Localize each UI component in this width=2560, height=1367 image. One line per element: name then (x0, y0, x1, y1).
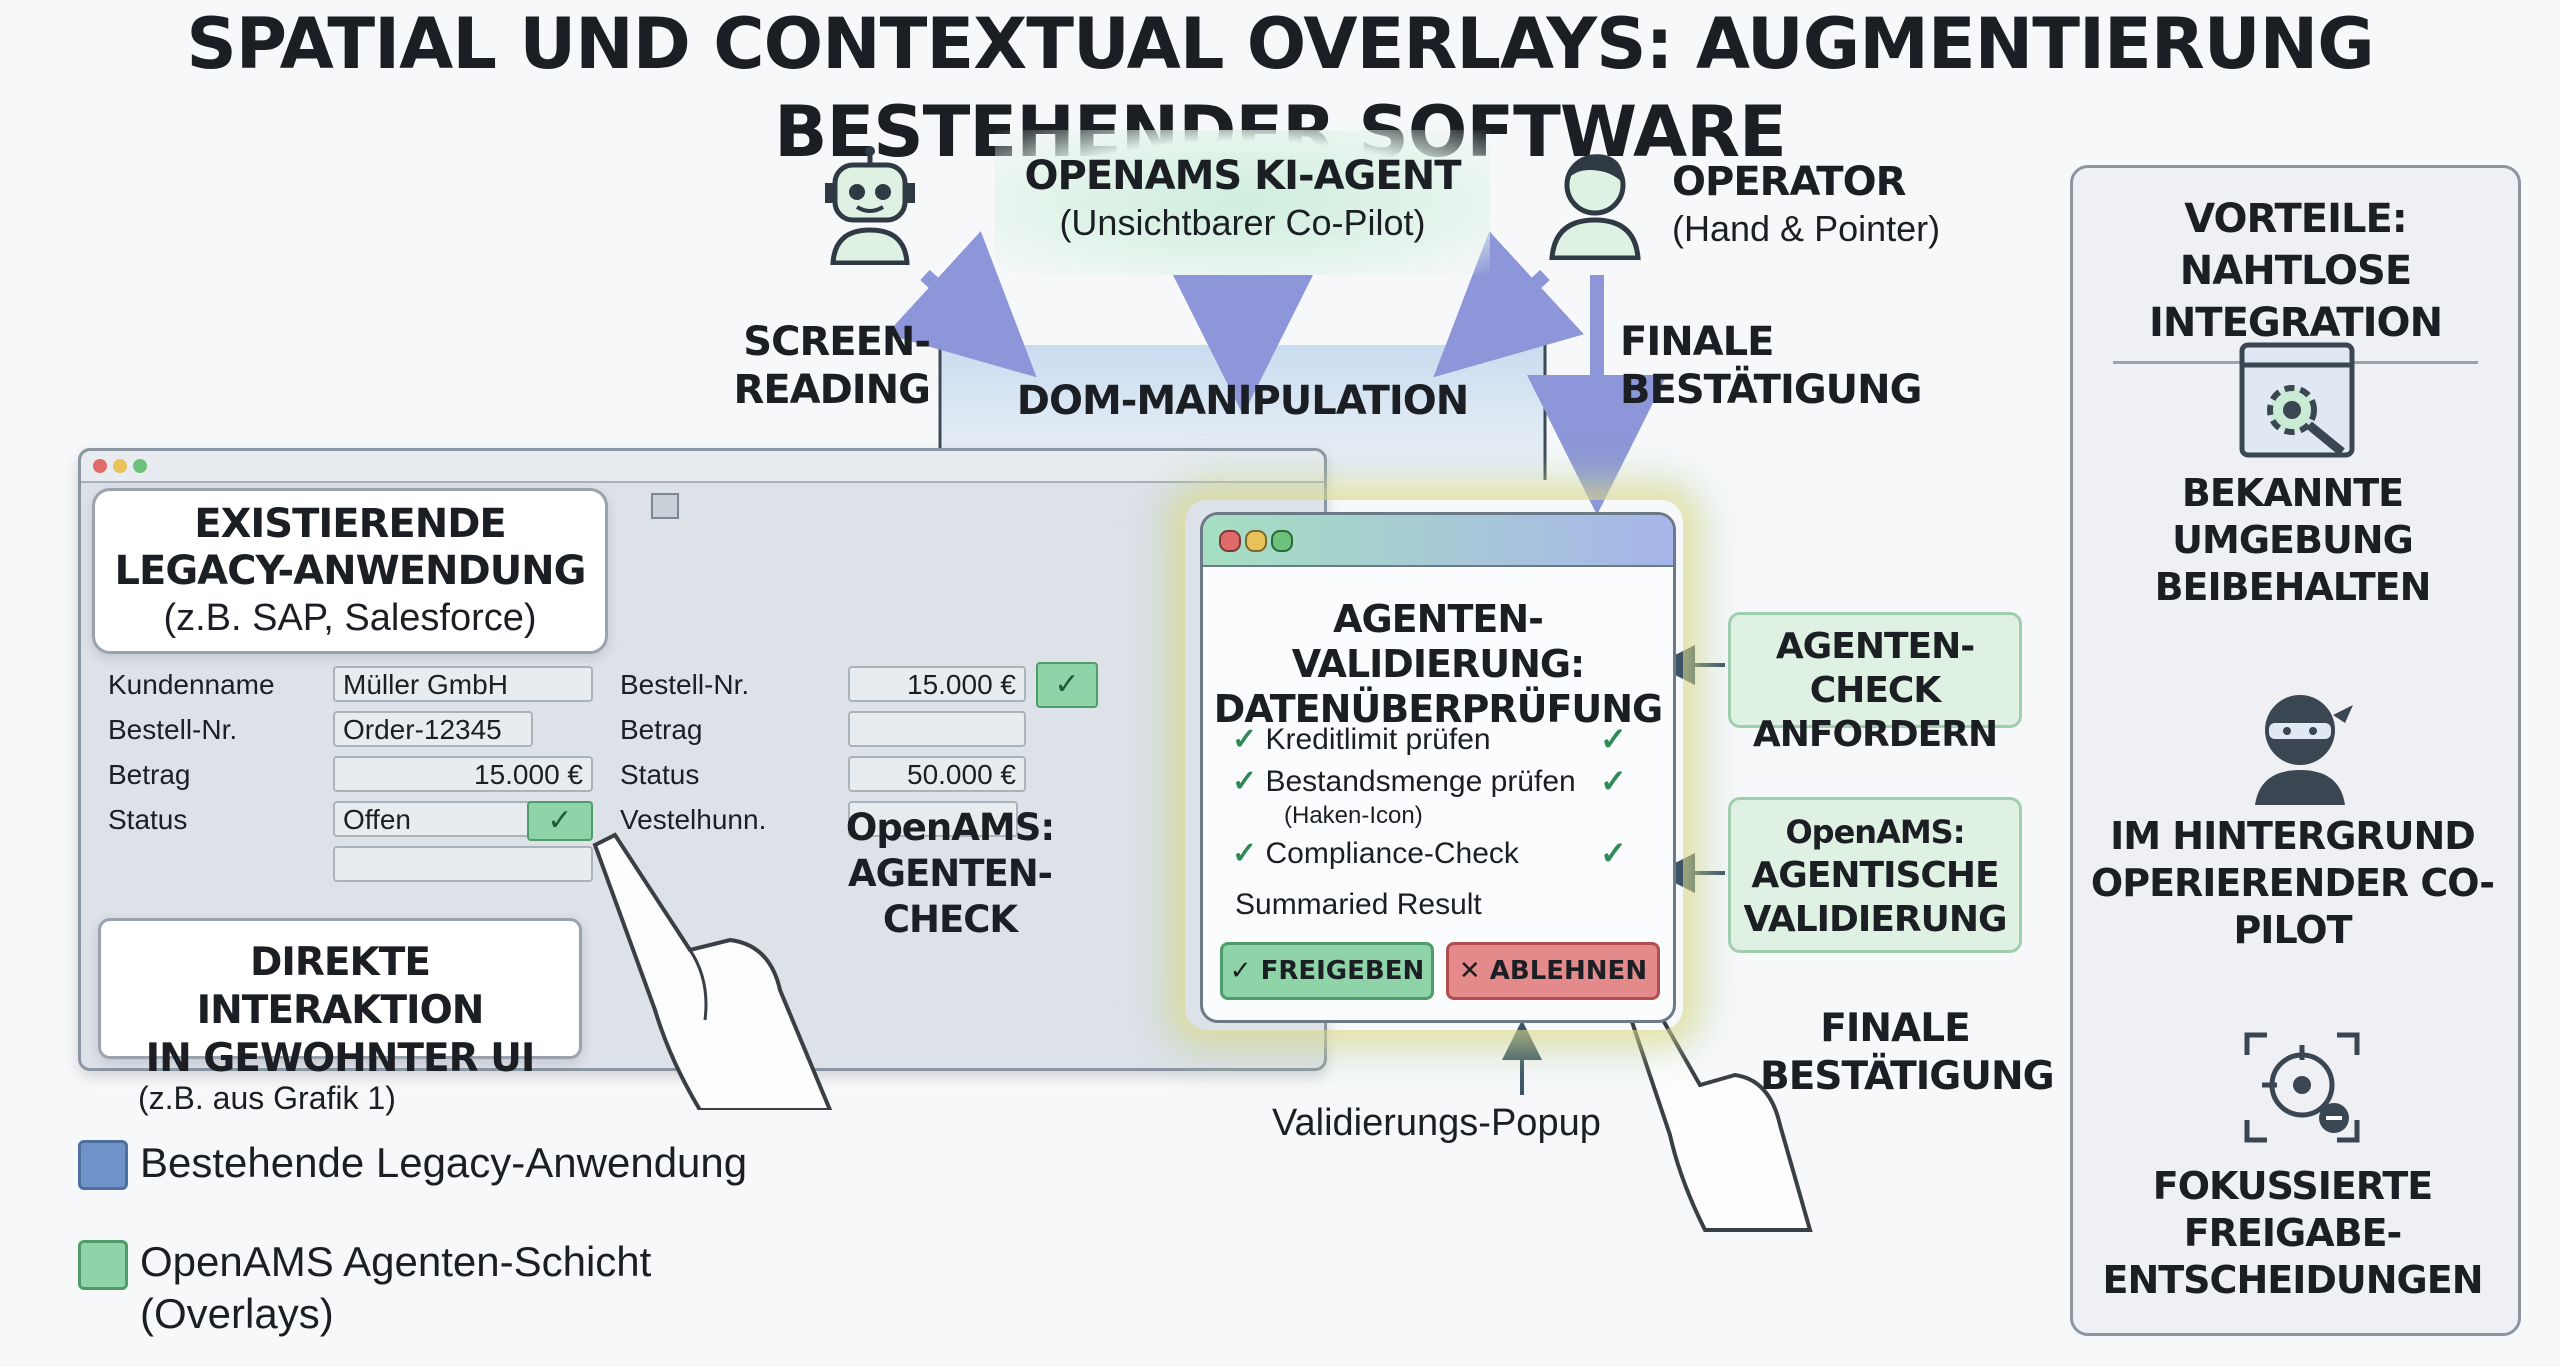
field-bestell-nr-2[interactable]: 15.000 € (848, 666, 1026, 702)
agent-subtitle: (Unsichtbarer Co-Pilot) (1059, 202, 1426, 243)
approve-button[interactable]: ✓ FREIGEBEN (1220, 942, 1434, 1000)
check-icon: ✓ (1600, 835, 1627, 871)
field-betrag-2[interactable] (848, 711, 1026, 747)
popup-item-note: (Haken-Icon) (1284, 802, 1423, 829)
popup-item-credit: ✓ Kreditlimit prüfen (1232, 723, 1491, 756)
robot-icon (825, 146, 915, 265)
legacy-example: (z.B. SAP, Salesforce) (163, 597, 537, 639)
dom-manipulation-label: DOM-MANIPULATION (1016, 378, 1470, 424)
hand-click-icon (1620, 982, 1813, 1232)
form-label-betrag: Betrag (108, 759, 191, 790)
benefit-decisions-label: FOKUSSIERTE FREIGABE-ENTSCHEIDUNGEN (2102, 1164, 2484, 1302)
close-icon: ✕ (1458, 956, 1490, 986)
window-gear-icon (2239, 342, 2355, 458)
popup-summary: Summaried Result (1235, 888, 1482, 921)
field-betrag[interactable]: 15.000 € (333, 756, 593, 792)
form-label-status-2: Status (620, 759, 700, 790)
check-icon: ✓ (1232, 837, 1258, 870)
form-label-bestell-nr-2: Bestell-Nr. (620, 669, 750, 700)
window-maximize-icon[interactable] (133, 459, 147, 473)
legend-legacy-label: Bestehende Legacy-Anwendung (140, 1139, 748, 1186)
check-icon: ✓ (1232, 723, 1258, 756)
field-bestell-nr[interactable]: Order-12345 (333, 711, 533, 747)
field-status[interactable]: Offen (333, 801, 533, 837)
field-vestelhunn[interactable] (848, 801, 1018, 837)
operator-label: OPERATOR (Hand & Pointer) (1672, 158, 1940, 252)
order-check-button[interactable]: ✓ (1036, 662, 1098, 708)
hand-pointer-icon (592, 832, 833, 1110)
source-note: (z.B. aus Grafik 1) (138, 1080, 396, 1116)
legend-legacy-swatch (78, 1140, 128, 1190)
window-minimize-icon[interactable] (113, 459, 127, 473)
popup-item-compliance: ✓ Compliance-Check (1232, 837, 1519, 870)
arrow-agent-screen (886, 231, 1037, 378)
arrow-operator-dom (1433, 231, 1584, 378)
ninja-icon (2255, 695, 2353, 805)
popup-close-icon[interactable] (1219, 530, 1241, 552)
popup-item-stock: ✓ Bestandsmenge prüfen (1232, 765, 1576, 798)
check-icon: ✓ (1229, 956, 1261, 986)
field-kundenname[interactable]: Müller GmbH (333, 666, 593, 702)
field-status-2[interactable]: 50.000 € (848, 756, 1026, 792)
form-label-vestelhunn: Vestelhunn. (620, 804, 767, 835)
legend-agent-label: OpenAMS Agenten-Schicht(Overlays) (140, 1238, 652, 1337)
openams-agent-check-label: OpenAMS:AGENTEN-CHECK (845, 806, 1055, 941)
form-label-bestell-nr: Bestell-Nr. (108, 714, 238, 745)
validation-popup: AGENTEN-VALIDIERUNG:DATENÜBERPRÜFUNG (1200, 512, 1676, 1023)
check-icon: ✓ (1600, 721, 1627, 757)
legend-agent-swatch (78, 1240, 128, 1290)
focus-target-icon (2244, 1032, 2360, 1143)
window-close-icon[interactable] (93, 459, 107, 473)
agent-box: OPENAMS KI-AGENT (Unsichtbarer Co-Pilot) (995, 130, 1490, 275)
popup-title: AGENTEN-VALIDIERUNG:DATENÜBERPRÜFUNG (1213, 597, 1664, 731)
agent-title: OPENAMS KI-AGENT (1024, 153, 1462, 199)
operator-subtitle: (Hand & Pointer) (1672, 208, 1941, 249)
reject-button[interactable]: ✕ ABLEHNEN (1446, 942, 1660, 1000)
check-icon: ✓ (1600, 763, 1627, 799)
form-label-betrag-2: Betrag (620, 714, 703, 745)
screen-reading-label: SCREEN-READING (733, 319, 931, 413)
popup-caption: Validierungs-Popup (1272, 1102, 1601, 1144)
popup-maximize-icon[interactable] (1271, 530, 1293, 552)
operator-icon (1549, 154, 1641, 260)
check-icon: ✓ (1232, 765, 1258, 798)
status-check-button[interactable]: ✓ (527, 801, 593, 841)
legacy-titlebar (81, 451, 1324, 483)
form-label-status: Status (108, 804, 188, 835)
toolbar-save-icon[interactable] (651, 493, 679, 519)
popup-minimize-icon[interactable] (1245, 530, 1267, 552)
form-label-kundenname: Kundenname (108, 669, 275, 700)
operator-title: OPERATOR (1672, 159, 1906, 205)
popup-titlebar (1203, 515, 1673, 567)
field-empty[interactable] (333, 846, 593, 882)
